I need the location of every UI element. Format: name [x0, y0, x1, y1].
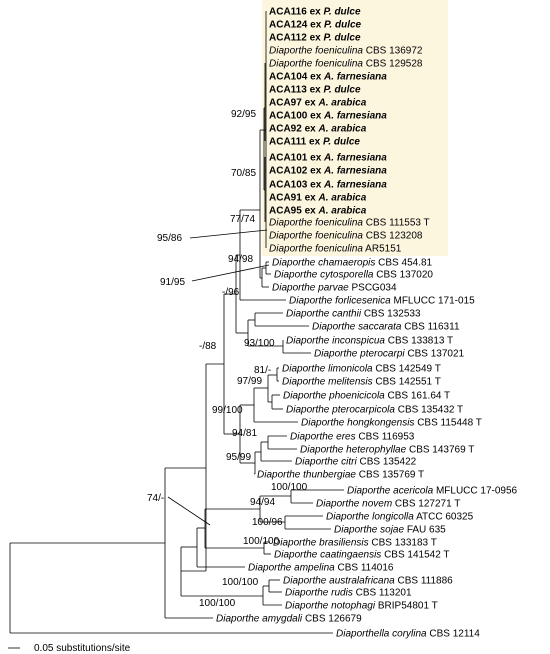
support-value: 100/100	[243, 536, 280, 547]
taxon-label: Diaporthe hongkongensis CBS 115448 T	[301, 418, 482, 429]
taxon-label: ACA103 ex A. farnesiana	[269, 180, 387, 191]
taxon-label: Diaporthe limonicola CBS 142549 T	[282, 364, 441, 375]
taxon-label: Diaporthe saccarata CBS 116311	[312, 322, 460, 333]
scale-bar-label: 0.05 substitutions/site	[34, 643, 131, 654]
taxon-label: ACA92 ex A. arabica	[269, 124, 367, 135]
taxon-label: Diaporthe melitensis CBS 142551 T	[282, 377, 441, 388]
taxon-label: ACA116 ex P. dulce	[269, 7, 361, 18]
taxon-label: Diaporthe caatingaensis CBS 141542 T	[274, 550, 450, 561]
taxon-label: Diaporthe pterocarpi CBS 137021	[314, 349, 465, 360]
taxon-label: Diaporthe phoenicicola CBS 161.64 T	[283, 391, 450, 402]
taxon-label: Diaporthe sojae FAU 635	[334, 525, 446, 536]
taxon-label: Diaporthe australafricana CBS 111886	[283, 576, 453, 587]
taxon-label: Diaporthe thunbergiae CBS 135769 T	[257, 470, 424, 481]
support-value: 100/96	[252, 517, 283, 528]
support-value: 95/99	[226, 452, 251, 463]
taxon-label: Diaporthe notophagi BRIP54801 T	[285, 601, 438, 612]
taxon-label: Diaporthe foeniculina AR5151	[269, 244, 402, 255]
taxon-label: Diaporthe foeniculina CBS 136972	[269, 46, 423, 57]
taxon-label: Diaporthe forlicesenica MFLUCC 171-015	[289, 296, 475, 307]
taxon-label: ACA102 ex A. farnesiana	[269, 166, 387, 177]
taxon-label: Diaporthe longicolla ATCC 60325	[326, 512, 474, 523]
pointer-line	[189, 229, 268, 239]
support-value: 94/81	[232, 428, 257, 439]
taxon-label: Diaporthe ampelina CBS 114016	[248, 563, 394, 574]
taxon-label: ACA113 ex P. dulce	[269, 85, 361, 96]
taxon-label: Diaporthe foeniculina CBS 129528	[269, 59, 423, 70]
taxon-label: Diaporthe brasiliensis CBS 133183 T	[273, 538, 437, 549]
taxon-label: ACA91 ex A. arabica	[269, 193, 367, 204]
taxon-label: Diaporthe inconspicua CBS 133813 T	[286, 336, 453, 347]
support-value: 74/-	[147, 493, 164, 504]
taxon-label: Diaporthe canthii CBS 132533	[286, 309, 421, 320]
taxon-label: Diaporthe foeniculina CBS 111553 T	[269, 218, 430, 229]
support-value: 95/86	[157, 233, 182, 244]
pointer-line	[191, 264, 270, 282]
taxon-label: Diaporthe novem CBS 127271 T	[316, 499, 460, 510]
taxon-label: ACA112 ex P. dulce	[269, 33, 361, 44]
support-value: -/96	[222, 287, 240, 298]
support-value: 81/-	[254, 365, 271, 376]
taxon-label: ACA101 ex A. farnesiana	[269, 153, 387, 164]
support-value: -/88	[199, 341, 217, 352]
taxon-label: ACA104 ex A. farnesiana	[269, 72, 387, 83]
taxon-label: ACA97 ex A. arabica	[269, 98, 367, 109]
taxon-label: Diaporthe pterocarpicola CBS 135432 T	[286, 405, 463, 416]
support-value: 100/100	[271, 482, 308, 493]
taxon-label: Diaporthella corylina CBS 12114	[336, 629, 480, 640]
support-value: 91/95	[160, 277, 185, 288]
support-value: 77/74	[230, 214, 255, 225]
support-value: 94/98	[228, 254, 253, 265]
support-value: 70/85	[231, 168, 256, 179]
support-value: 94/94	[250, 497, 275, 508]
taxon-label: Diaporthe chamaeropis CBS 454.81	[272, 258, 433, 269]
taxon-label: Diaporthe rudis CBS 113201	[285, 588, 412, 599]
support-value: 100/100	[222, 577, 259, 588]
taxon-label: ACA100 ex A. farnesiana	[269, 111, 387, 122]
pointer-line	[167, 496, 211, 526]
support-value: 92/95	[231, 109, 256, 120]
taxon-label: ACA95 ex A. arabica	[269, 206, 367, 217]
taxon-label: ACA124 ex P. dulce	[269, 20, 362, 31]
support-value: 97/99	[237, 376, 262, 387]
taxon-label: Diaporthe foeniculina CBS 123208	[269, 231, 423, 242]
taxon-label: Diaporthe acericola MFLUCC 17-0956	[347, 486, 518, 497]
taxon-label: Diaporthe eres CBS 116953	[290, 432, 415, 443]
support-value: 99/100	[212, 405, 243, 416]
taxon-label: Diaporthe amygdali CBS 126679	[216, 614, 362, 625]
taxon-label: Diaporthe heterophyllae CBS 143769 T	[300, 445, 474, 456]
support-value: 100/100	[199, 598, 236, 609]
taxon-label: Diaporthe cytosporella CBS 137020	[274, 270, 433, 281]
taxon-label: Diaporthe citri CBS 135422	[295, 457, 417, 468]
support-value: 93/100	[244, 338, 275, 349]
taxon-label: Diaporthe parvae PSCG034	[272, 283, 397, 294]
taxon-label: ACA111 ex P. dulce	[269, 137, 360, 148]
clade-highlight	[262, 0, 448, 256]
